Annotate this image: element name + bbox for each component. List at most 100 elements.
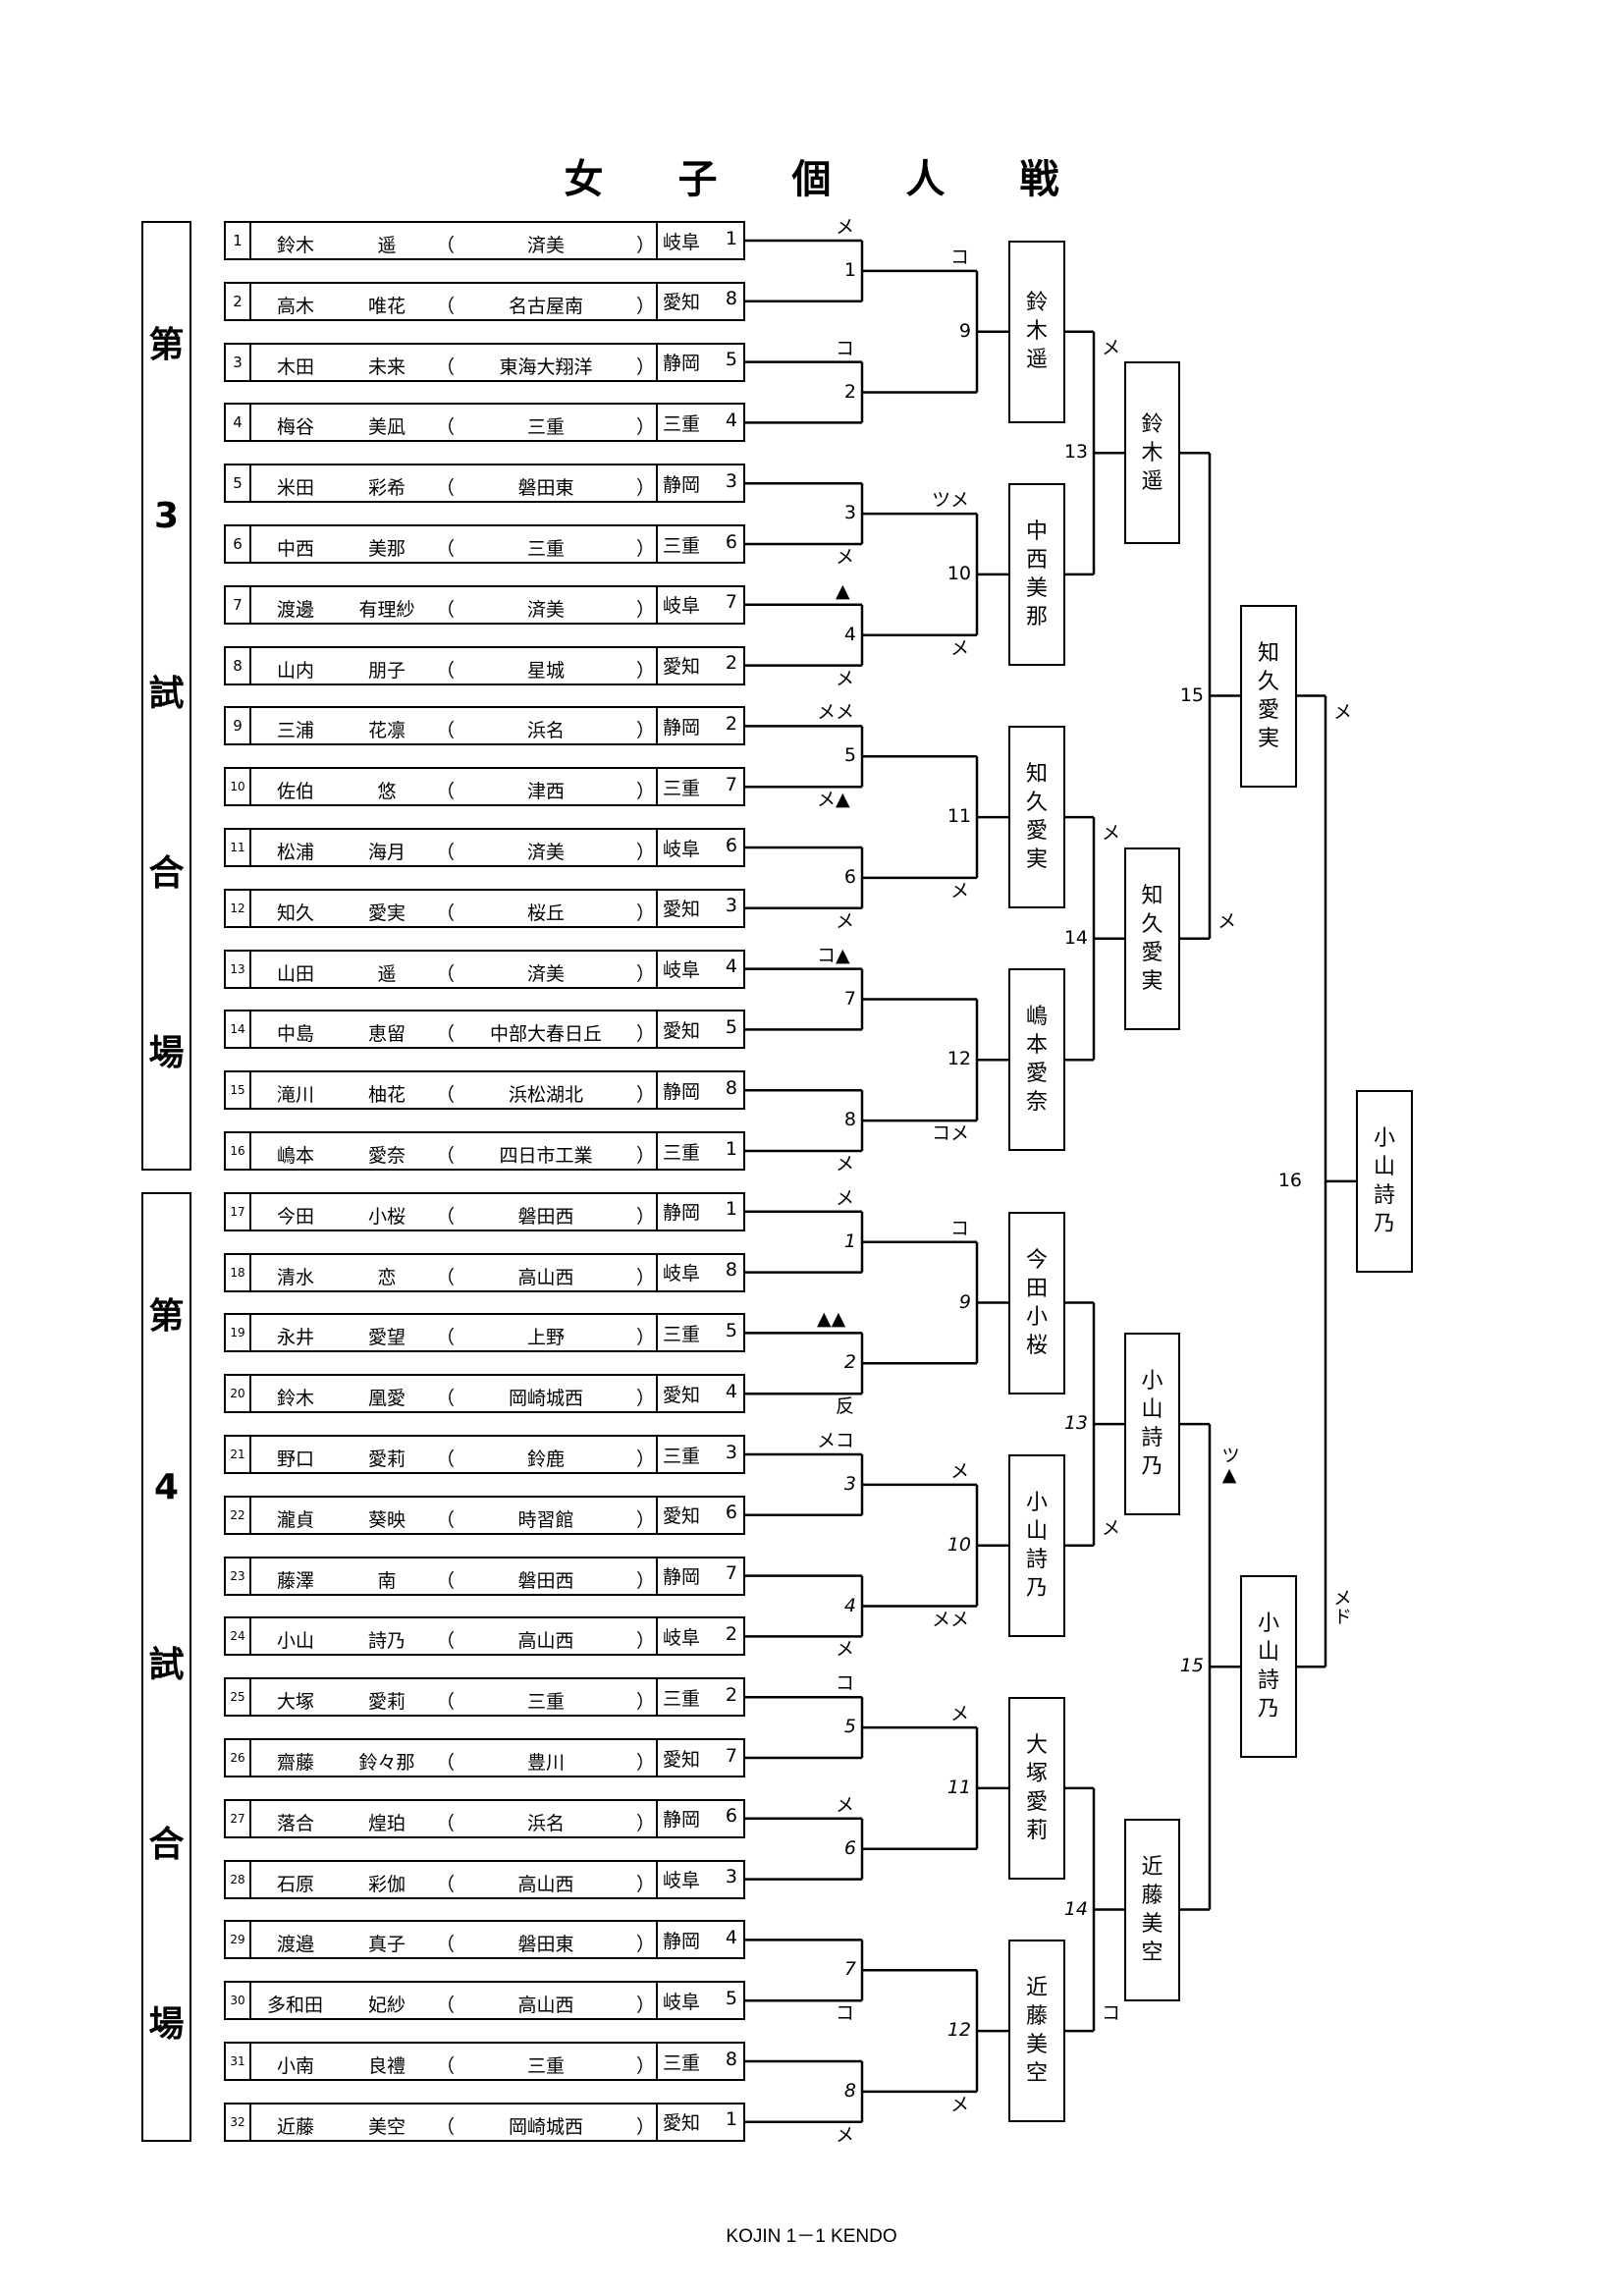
player-family-name: 木田 [277,355,315,378]
school-name: 三重 [526,416,565,439]
prefecture-seed: 3 [725,1866,737,1888]
winner-name-char: 詩 [1373,1182,1395,1208]
technique-mark: メ [1102,336,1121,358]
school-name: 名古屋南 [508,295,583,317]
paren-close: ） [636,1812,656,1834]
entry-name-cell: 山田遥（済美） [251,951,658,987]
paren-close: ） [636,781,656,803]
technique-mark: メ [950,636,970,659]
entry-name-cell: 瀧貞葵映（時習館） [251,1497,658,1533]
court-label-char: 第 [148,325,185,366]
paren-open: （ [436,295,456,317]
footer-code: KOJIN 1－1 KENDO [726,2226,897,2247]
technique-mark: ツ▲ [1218,1446,1240,1487]
player-family-name: 渡邊 [277,598,315,621]
entry-name-cell: 近藤美空（岡崎城西） [251,2104,658,2140]
paren-close: ） [636,1266,656,1288]
entry-number: 10 [226,769,251,805]
winner-name-char: 知 [1025,762,1048,788]
winner-name-char: 本 [1025,1033,1048,1059]
paren-close: ） [636,1569,656,1592]
winner-box: 近藤美空 [1008,1940,1065,2123]
winner-name-char: 西 [1025,547,1048,573]
player-family-name: 佐伯 [277,781,315,803]
player-given-name: 花凛 [367,720,406,742]
winner-box: 知久愛実 [1008,726,1065,909]
player-family-name: 中西 [277,538,315,560]
match-number: 11 [947,805,971,828]
winner-name-char: 藤 [1025,2004,1048,2030]
prefecture-seed: 5 [725,1319,737,1341]
entry-name-cell: 米田彩希（磐田東） [251,465,658,502]
prefecture: 岐阜 [663,231,701,253]
paren-close: ） [636,1449,656,1470]
player-given-name: 恵留 [367,1023,406,1046]
winner-name-char: 乃 [1141,1454,1163,1480]
paren-open: （ [436,1205,456,1228]
player-family-name: 中島 [277,1023,315,1046]
technique-mark: メメ [817,701,855,724]
entry-name-cell: 渡邉真子（磐田東） [251,1922,658,1958]
prefecture-seed: 3 [725,895,737,917]
match-number: 6 [843,1836,856,1859]
match-number: 5 [843,1716,856,1738]
page-title: 女子個人戦 [0,147,1623,204]
player-family-name: 瀧貞 [277,1508,315,1531]
player-given-name: 唯花 [367,295,406,317]
paren-close: ） [636,295,656,317]
prefecture: 三重 [663,2051,701,2074]
player-given-name: 恋 [377,1266,397,1288]
entry-number: 32 [226,2104,251,2140]
player-family-name: 鈴木 [277,235,315,256]
winner-name-char: 乃 [1373,1211,1395,1236]
paren-open: （ [436,416,456,439]
school-name: 東海大翔洋 [499,355,593,378]
school-name: 高山西 [517,1873,574,1895]
paren-open: （ [436,962,456,985]
entry-name-cell: 今田小桜（磐田西） [251,1193,658,1230]
paren-open: （ [436,1691,456,1714]
technique-mark: メ [950,2093,970,2115]
match-number: 15 [1179,1655,1204,1677]
court-label-char: 試 [148,673,185,714]
entry-number: 17 [226,1193,251,1230]
technique-mark: メ [1102,822,1121,845]
match-number: 14 [1063,926,1088,949]
prefecture-seed: 4 [725,956,737,978]
winner-name-char: 詩 [1025,1547,1048,1572]
